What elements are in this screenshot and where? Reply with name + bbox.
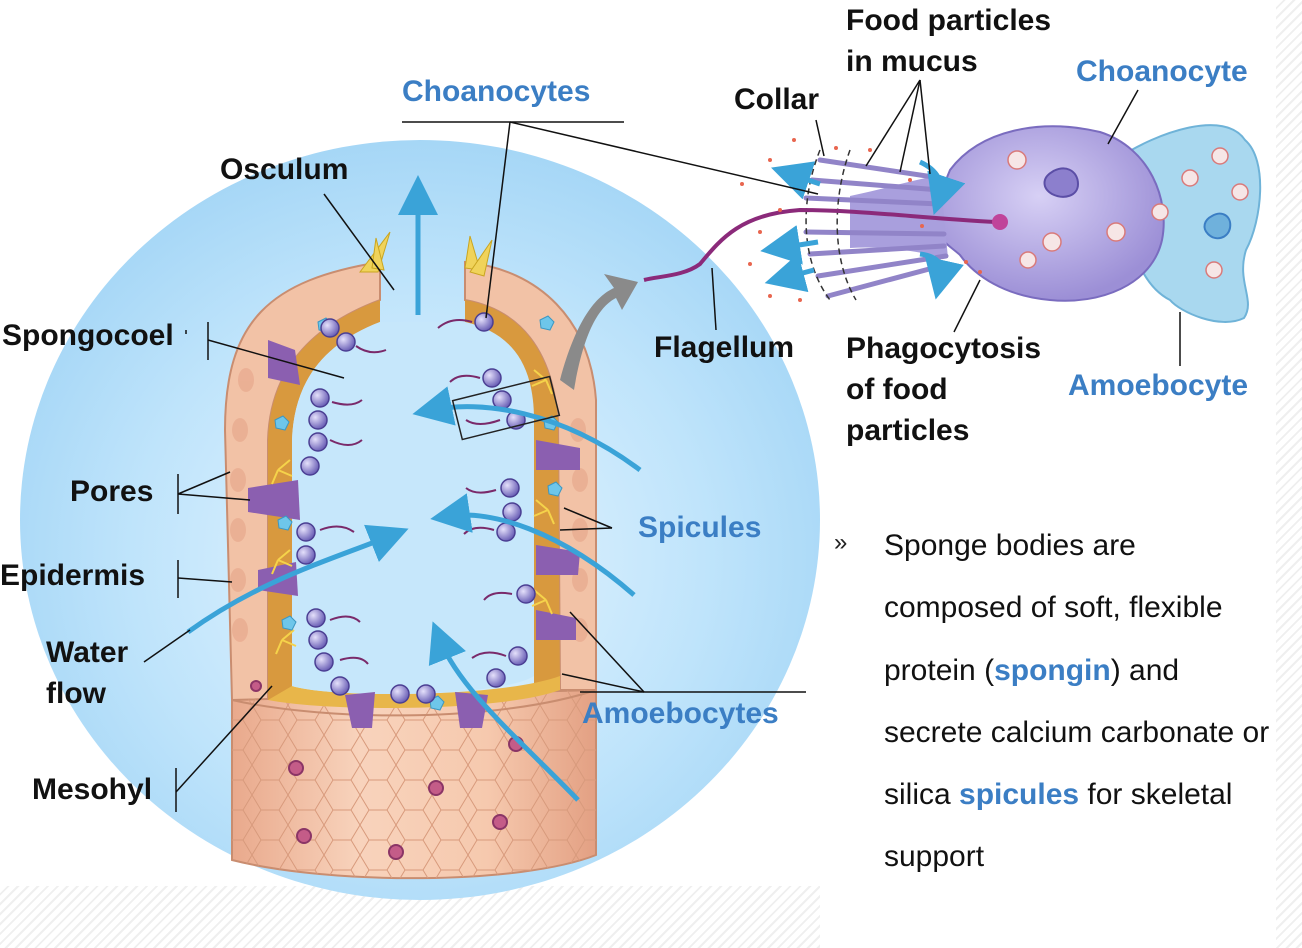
bullet-text: Sponge bodies are composed of soft, flex… — [884, 515, 1274, 889]
label-pores: Pores — [70, 475, 154, 508]
label-flagellum: Flagellum — [654, 331, 795, 364]
label-phagocytosis: Phagocytosis of food particles — [846, 332, 1042, 447]
bullet-text-part-1: Sponge bodies are composed of soft, flex… — [884, 529, 1223, 687]
label-amoebocytes: Amoebocytes — [582, 697, 779, 730]
enlarged-choanocyte — [643, 124, 1262, 323]
zoom-arrow — [560, 274, 638, 390]
label-collar: Collar — [734, 83, 820, 116]
label-spicules: Spicules — [638, 511, 762, 544]
highlight-spongin: spongin — [994, 653, 1111, 687]
label-choanocyte: Choanocyte — [1076, 55, 1248, 88]
bullet-text-part-2: ) and secrete calcium carbonate or silic… — [884, 653, 1270, 812]
label-amoebocyte: Amoebocyte — [1068, 369, 1249, 402]
label-spongocoel: Spongocoel — [2, 319, 174, 352]
label-osculum: Osculum — [220, 153, 349, 186]
label-choanocytes: Choanocytes — [402, 75, 591, 108]
label-food-particles: Food particles in mucus — [846, 4, 1052, 78]
highlight-spicules: spicules — [959, 778, 1080, 812]
label-water-flow: Water flow — [46, 636, 129, 710]
zoom-box — [451, 375, 561, 441]
leader-lines — [143, 79, 1181, 812]
choanocyte-cells — [296, 312, 536, 704]
sponge-body — [223, 231, 597, 880]
bullet-text-part-3: for skeletal support — [884, 778, 1233, 874]
background-hatch-right — [1276, 0, 1302, 948]
water-flow-arrows — [186, 175, 642, 802]
label-mesohyl: Mesohyl — [32, 773, 153, 806]
label-epidermis: Epidermis — [0, 559, 146, 592]
bullet-marker: » — [834, 529, 848, 556]
